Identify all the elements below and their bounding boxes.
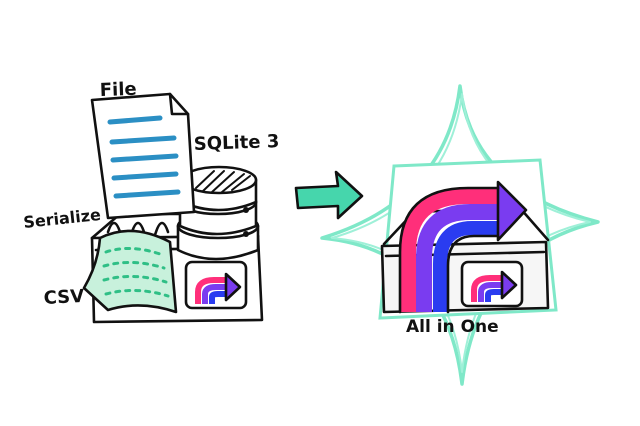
right-arrow-icon	[294, 170, 364, 220]
file-icon	[90, 92, 196, 220]
serialize-squiggle	[106, 221, 170, 243]
all-in-one-label: All in One	[406, 317, 499, 337]
csv-label: CSV	[43, 286, 85, 309]
small-logo-arrow-icon	[460, 260, 524, 308]
serialize-label: Serialize	[22, 205, 101, 232]
sqlite-label: SQLite 3	[193, 131, 279, 155]
csv-sheet-icon	[82, 229, 178, 314]
file-label: File	[99, 79, 137, 101]
big-logo-arrow-icon	[398, 180, 528, 314]
logo-arrow-icon	[184, 260, 248, 310]
database-icon	[176, 165, 260, 261]
